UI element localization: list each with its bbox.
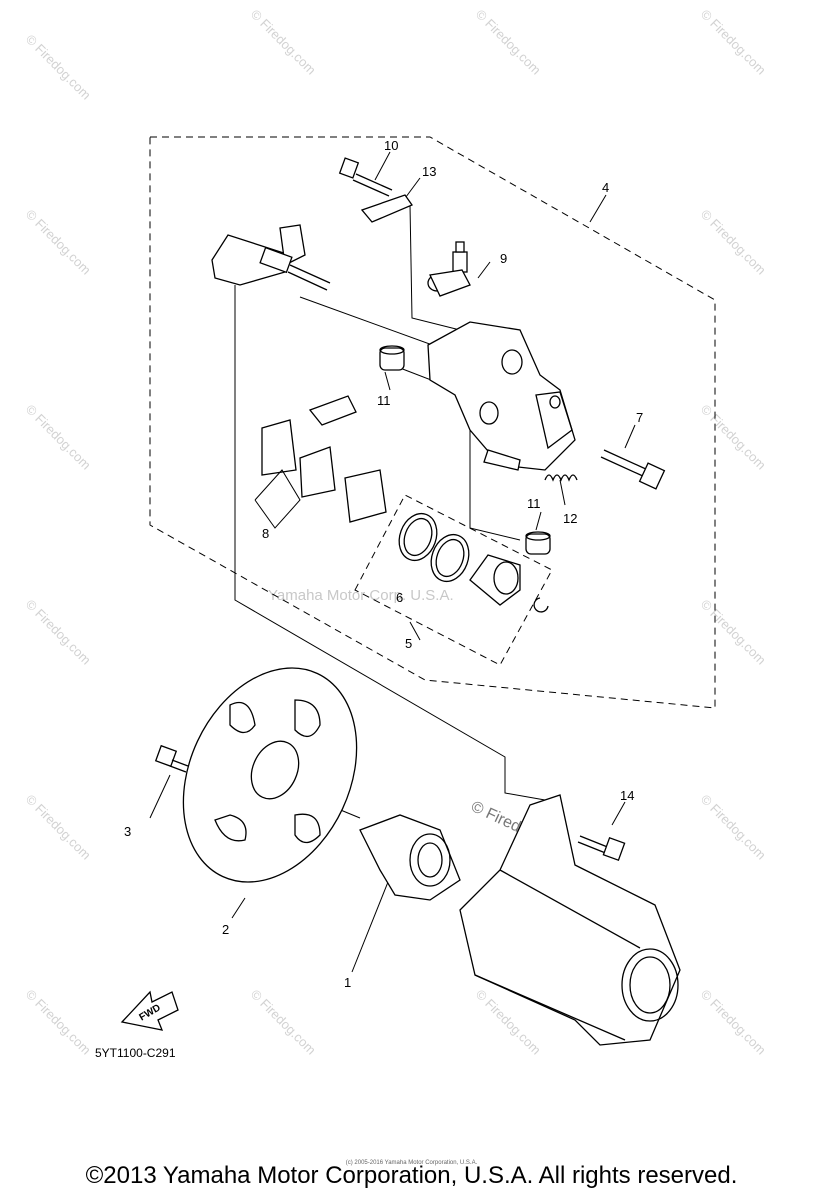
bolt-14 bbox=[577, 835, 626, 862]
bushing-11-upper bbox=[379, 345, 405, 371]
fwd-arrow-icon: FWD bbox=[120, 990, 179, 1031]
bolt-10 bbox=[338, 157, 393, 197]
callout-11-lower: 11 bbox=[527, 496, 541, 511]
watermark: © Firedog.com bbox=[698, 792, 769, 863]
watermark: © Firedog.com bbox=[698, 987, 769, 1058]
callout-2: 2 bbox=[222, 922, 229, 937]
spring-12 bbox=[544, 474, 578, 482]
fine-print: (c) 2005-2016 Yamaha Motor Corporation, … bbox=[345, 1160, 478, 1166]
watermark: © Firedog.com bbox=[23, 597, 94, 668]
callout-7: 7 bbox=[636, 410, 643, 425]
callout-3: 3 bbox=[124, 824, 131, 839]
bolt-7 bbox=[600, 449, 666, 490]
bushing-11-lower bbox=[525, 531, 551, 555]
watermark: © Firedog.com bbox=[698, 402, 769, 473]
watermark: © Firedog.com bbox=[698, 597, 769, 668]
callout-9: 9 bbox=[500, 251, 507, 266]
watermark: © Firedog.com bbox=[473, 7, 544, 78]
hub-1 bbox=[359, 814, 461, 901]
callout-5: 5 bbox=[405, 636, 412, 651]
watermark: © Firedog.com bbox=[248, 7, 319, 78]
copyright-notice: ©2013 Yamaha Motor Corporation, U.S.A. A… bbox=[85, 1162, 738, 1189]
diagram-code: 5YT1100-C291 bbox=[95, 1046, 176, 1060]
brake-pads-8 bbox=[254, 419, 387, 529]
callout-13: 13 bbox=[422, 164, 436, 179]
watermark: © Firedog.com bbox=[23, 792, 94, 863]
watermark: © Firedog.com bbox=[23, 32, 94, 103]
watermark-layer: © Firedog.com © Firedog.com © Firedog.co… bbox=[23, 7, 769, 1058]
callout-4: 4 bbox=[602, 180, 609, 195]
brake-disc-2 bbox=[182, 667, 358, 883]
callout-8: 8 bbox=[262, 526, 269, 541]
watermark: © Firedog.com bbox=[248, 987, 319, 1058]
watermark: © Firedog.com bbox=[698, 7, 769, 78]
bolt-3 bbox=[154, 744, 189, 773]
watermark: © Firedog.com bbox=[23, 402, 94, 473]
callout-10: 10 bbox=[384, 138, 398, 153]
pad-clip bbox=[308, 395, 357, 426]
bleeder-9 bbox=[427, 241, 471, 297]
caliper-body bbox=[427, 321, 576, 471]
pin-bracket bbox=[211, 224, 331, 291]
plate-13 bbox=[360, 194, 413, 223]
watermark: © Firedog.com bbox=[23, 207, 94, 278]
callout-6: 6 bbox=[396, 590, 403, 605]
piston-seals-6 bbox=[398, 512, 549, 613]
watermark-center: Yamaha Motor Corp. U.S.A. bbox=[268, 587, 454, 604]
callout-1: 1 bbox=[344, 975, 351, 990]
piston-kit-box bbox=[354, 494, 553, 666]
watermark: © Firedog.com bbox=[698, 207, 769, 278]
callout-layer: 10 13 4 9 11 7 11 12 8 6 5 14 3 2 1 bbox=[124, 138, 643, 990]
watermark: © Firedog.com bbox=[23, 987, 94, 1058]
callout-11-upper: 11 bbox=[377, 393, 391, 408]
callout-14: 14 bbox=[620, 788, 634, 803]
callout-12: 12 bbox=[563, 511, 577, 526]
caliper-bracket bbox=[459, 794, 681, 1046]
caliper-assembly-box bbox=[149, 136, 716, 709]
